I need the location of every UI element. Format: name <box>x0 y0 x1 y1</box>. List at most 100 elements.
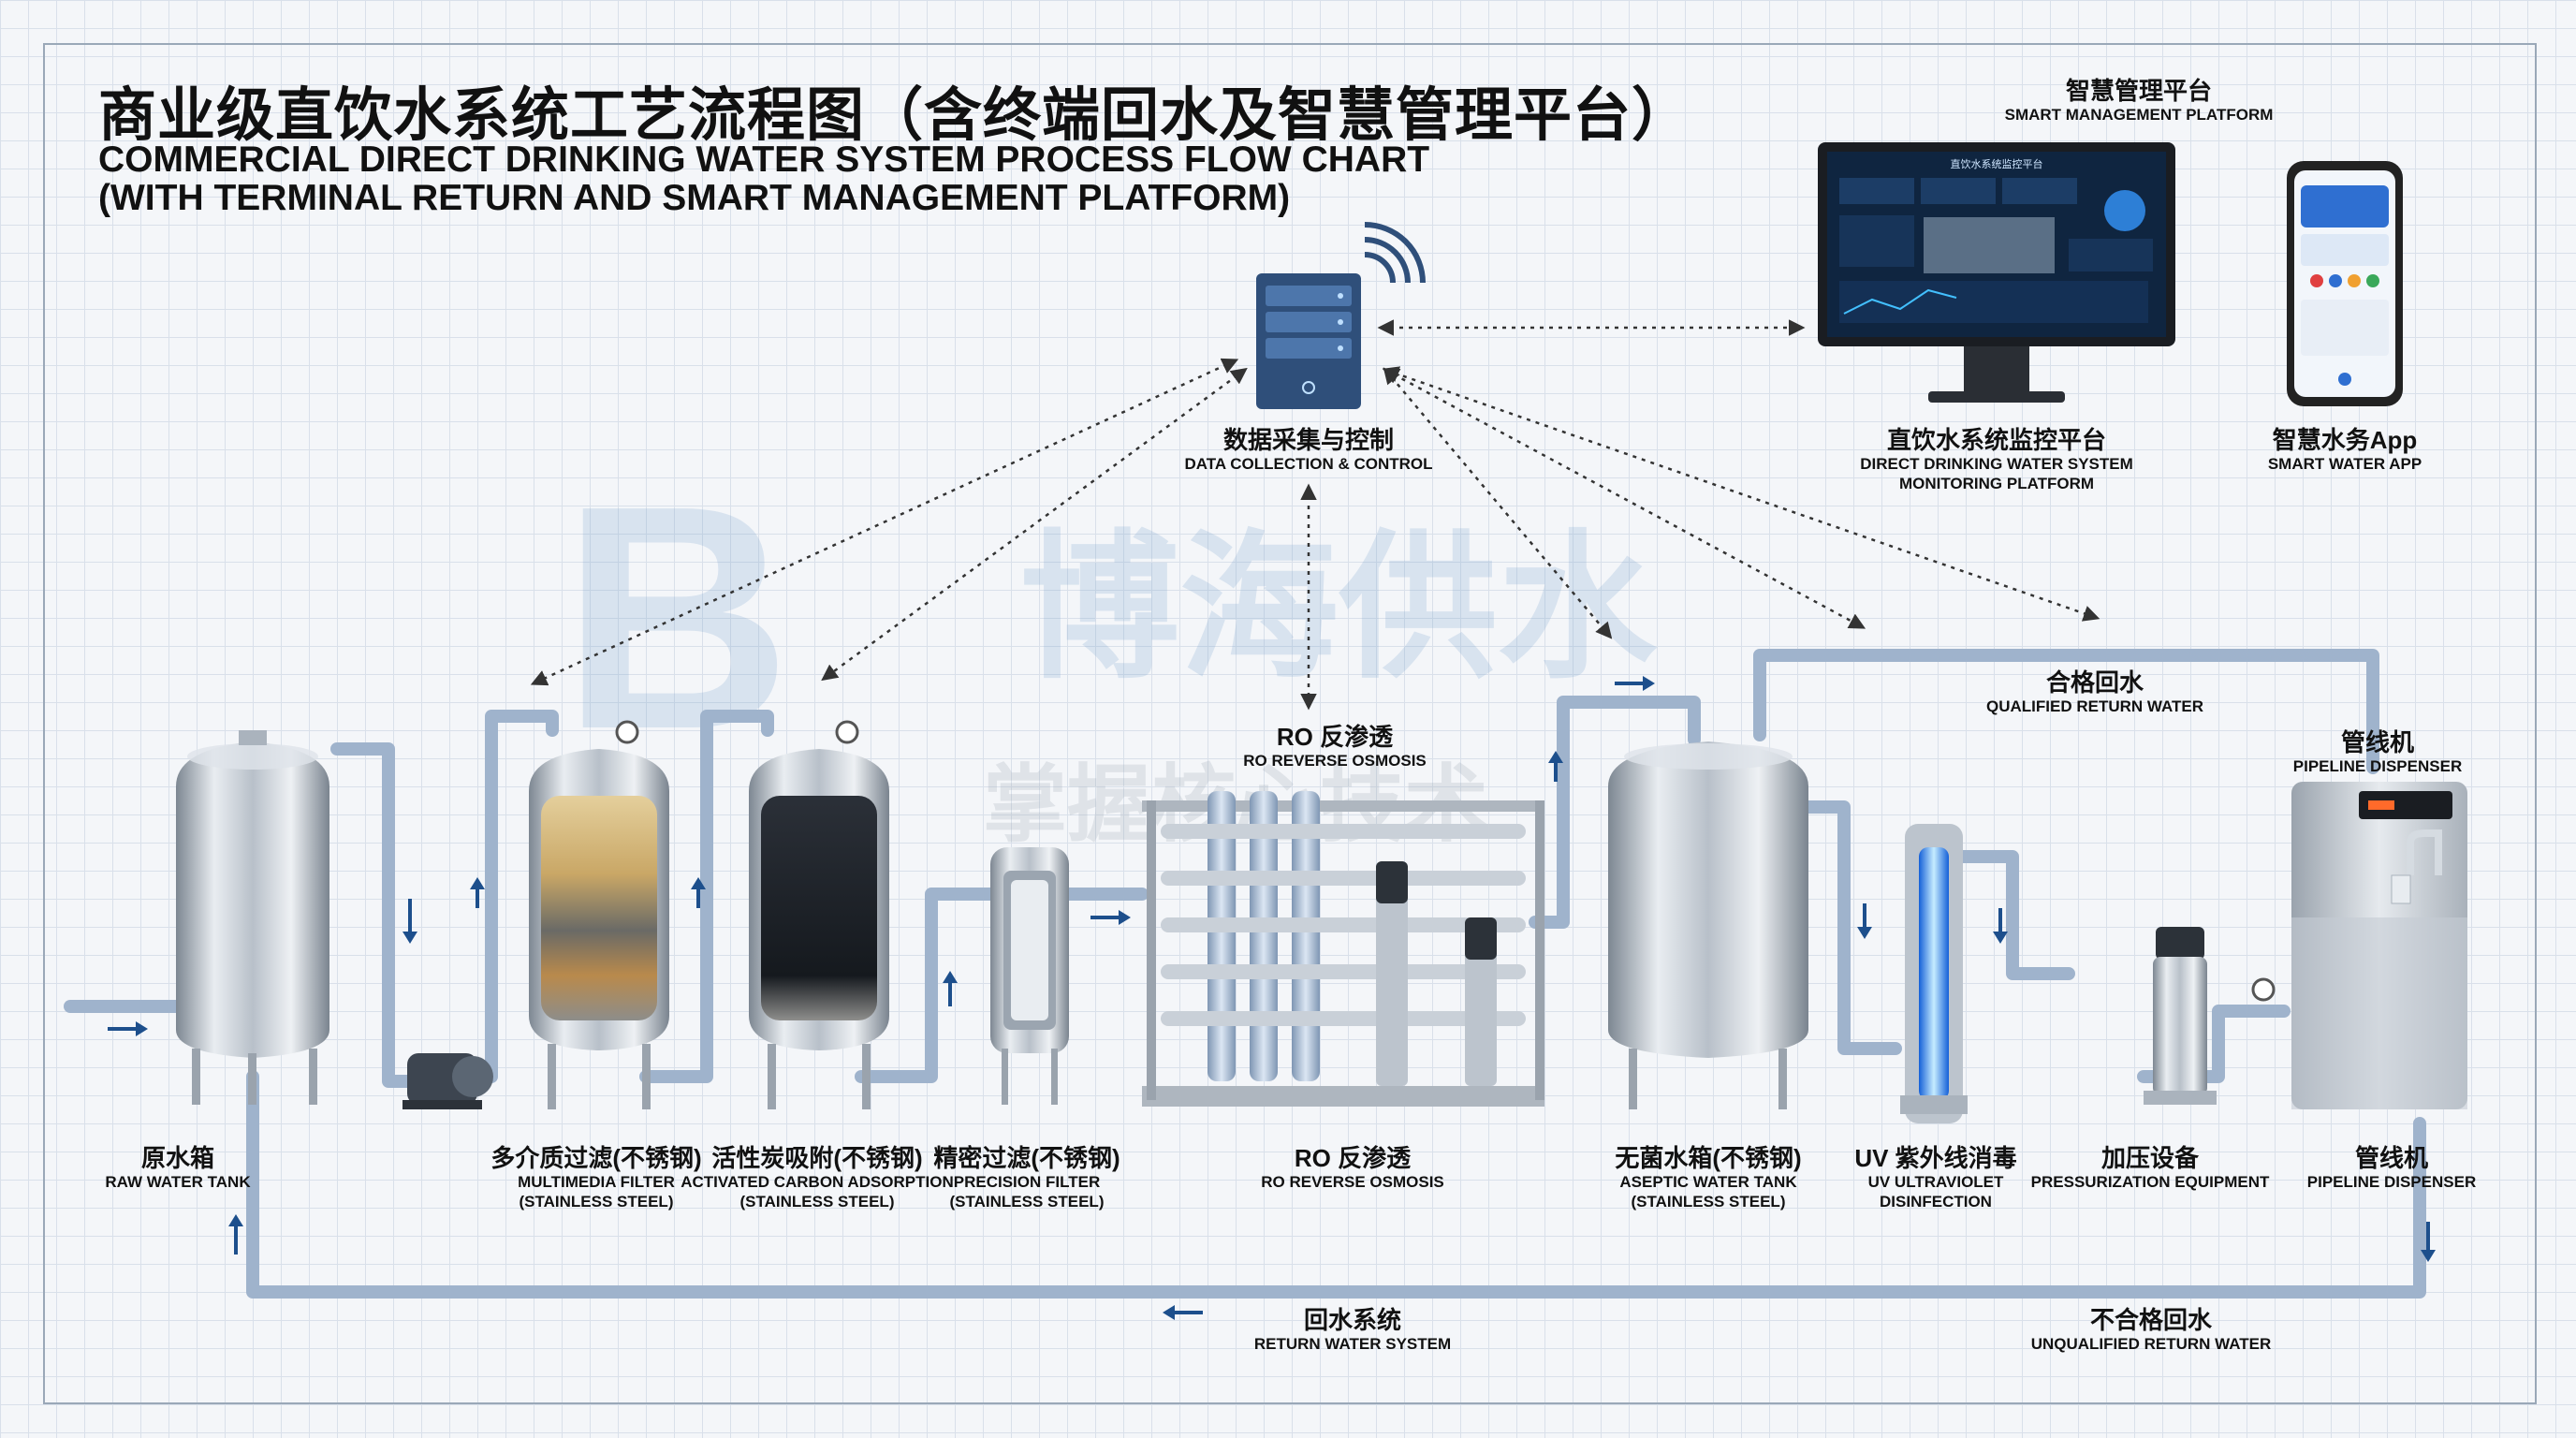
label-cn: 原水箱 <box>140 1144 214 1172</box>
return-system-label-en: RETURN WATER SYSTEM <box>1253 1335 1452 1353</box>
flow-arrow-up-1 <box>470 877 485 908</box>
multimedia-filter <box>529 720 669 1109</box>
pipe-raw-to-pump <box>330 742 432 1088</box>
feed-pump <box>402 1053 493 1109</box>
server-label-en: DATA COLLECTION & CONTROL <box>1184 455 1433 473</box>
title-en-line2: (WITH TERMINAL RETURN AND SMART MANAGEME… <box>98 178 1291 218</box>
label-ro: RO 反渗透 RO REVERSE OSMOSIS <box>1261 1144 1444 1192</box>
qualified-return-label: 合格回水 QUALIFIED RETURN WATER <box>1986 668 2203 716</box>
label-pressurization: 加压设备 PRESSURIZATION EQUIPMENT <box>2031 1144 2270 1192</box>
label-raw-water-tank: 原水箱 RAW WATER TANK <box>105 1144 250 1192</box>
pipe-aseptic-to-uv <box>1791 800 1902 1055</box>
return-system-label-cn: 回水系统 <box>1303 1306 1401 1334</box>
flow-arrow-down-1 <box>402 899 417 944</box>
unqualified-return-label-en: UNQUALIFIED RETURN WATER <box>2030 1335 2272 1353</box>
label-aseptic-tank: 无菌水箱(不锈钢) ASEPTIC WATER TANK (STAINLESS … <box>1615 1144 1801 1211</box>
pipe-qualified-return <box>1753 649 2379 774</box>
flow-arrows <box>108 676 2436 1320</box>
label-cn: 精密过滤(不锈钢) <box>933 1144 1120 1172</box>
page-title-en: COMMERCIAL DIRECT DRINKING WATER SYSTEM … <box>98 140 1429 217</box>
label-precision-filter: 精密过滤(不锈钢) PRECISION FILTER (STAINLESS ST… <box>933 1144 1120 1211</box>
monitor-label-en-1: DIRECT DRINKING WATER SYSTEM <box>1860 455 2133 473</box>
app-label: 智慧水务App SMART WATER APP <box>2268 426 2422 474</box>
pipeline-dispenser <box>2291 782 2467 1109</box>
data-link-uv <box>1382 368 1866 629</box>
label-cn: 无菌水箱(不锈钢) <box>1615 1144 1802 1172</box>
label-en: ASEPTIC WATER TANK <box>1619 1173 1797 1191</box>
platform-label-cn: 智慧管理平台 <box>2065 77 2212 105</box>
label-cn: 多介质过滤(不锈钢) <box>490 1144 702 1172</box>
unqualified-return-label: 不合格回水 UNQUALIFIED RETURN WATER <box>2031 1306 2272 1354</box>
platform-label-en: SMART MANAGEMENT PLATFORM <box>2004 106 2274 124</box>
monitor-label: 直饮水系统监控平台 DIRECT DRINKING WATER SYSTEM M… <box>1860 426 2133 493</box>
label-cn: UV 紫外线消毒 <box>1854 1144 2017 1172</box>
label-en: MULTIMEDIA FILTER <box>518 1173 675 1191</box>
server-label-cn: 数据采集与控制 <box>1222 426 1395 454</box>
page-title-cn: 商业级直饮水系统工艺流程图（含终端回水及智慧管理平台） <box>98 83 1691 148</box>
flow-arrow-up-3 <box>943 971 958 1006</box>
phone-icon <box>2287 161 2403 406</box>
label-uv: UV 紫外线消毒 UV ULTRAVIOLET DISINFECTION <box>1854 1144 2016 1211</box>
label-multimedia-filter: 多介质过滤(不锈钢) MULTIMEDIA FILTER (STAINLESS … <box>490 1144 701 1211</box>
dispenser-top-label: 管线机 PIPELINE DISPENSER <box>2293 728 2462 776</box>
label-cn: 活性炭吸附(不锈钢) <box>711 1144 923 1172</box>
label-pipeline-dispenser: 管线机 PIPELINE DISPENSER <box>2307 1144 2476 1192</box>
data-link-raw-tank <box>530 358 1239 686</box>
pipe-multimedia-to-carbon <box>639 710 774 1083</box>
qualified-return-label-en: QUALIFIED RETURN WATER <box>1985 697 2204 715</box>
flow-arrow-right-1 <box>1090 910 1131 925</box>
monitor-icon <box>1818 142 2175 403</box>
app-label-en: SMART WATER APP <box>2267 455 2422 473</box>
wifi-icon <box>1364 222 1426 284</box>
label-activated-carbon: 活性炭吸附(不锈钢) ACTIVATED CARBON ADSORPTION (… <box>681 1144 954 1211</box>
dispenser-top-label-cn: 管线机 <box>2340 728 2414 756</box>
label-en: UV ULTRAVIOLET <box>1867 1173 2004 1191</box>
monitor-label-en-2: MONITORING PLATFORM <box>1898 475 2095 492</box>
pressurization-pump <box>2144 927 2276 1105</box>
pipe-unqualified-return <box>246 1070 2426 1299</box>
qualified-return-label-cn: 合格回水 <box>2045 668 2144 697</box>
server-label: 数据采集与控制 DATA COLLECTION & CONTROL <box>1184 426 1432 474</box>
pipe-ro-to-aseptic <box>1529 696 1701 929</box>
ro-top-label-cn: RO 反渗透 <box>1276 723 1394 751</box>
data-link-carbon <box>821 367 1248 682</box>
flow-arrow-up-return <box>228 1214 243 1255</box>
pipe-carbon-to-precision <box>855 888 999 1083</box>
diagram-frame <box>43 43 2537 1404</box>
raw-water-tank <box>176 730 329 1105</box>
monitor-screen-title: 直饮水系统监控平台 <box>1951 157 2043 170</box>
flow-arrow-up-2 <box>691 877 706 908</box>
dispenser-top-label-en: PIPELINE DISPENSER <box>2292 757 2463 775</box>
flow-arrow-up-4 <box>1548 751 1563 782</box>
uv-disinfection-unit <box>1900 824 1968 1123</box>
flow-arrow-right-2 <box>1615 676 1655 691</box>
label-en: PRESSURIZATION EQUIPMENT <box>2030 1173 2270 1191</box>
monitor-label-cn: 直饮水系统监控平台 <box>1886 426 2106 454</box>
ro-reverse-osmosis-unit <box>1142 791 1544 1107</box>
label-en: PIPELINE DISPENSER <box>2306 1173 2477 1191</box>
pipe-uv-to-pressurization <box>1950 850 2075 980</box>
label-cn: 加压设备 <box>2100 1144 2200 1172</box>
ro-top-label: RO 反渗透 RO REVERSE OSMOSIS <box>1243 723 1427 770</box>
data-link-aseptic <box>1383 367 1613 639</box>
label-en-2: (STAINLESS STEEL) <box>949 1193 1105 1211</box>
label-en-2: (STAINLESS STEEL) <box>519 1193 674 1211</box>
activated-carbon-filter <box>749 720 889 1109</box>
return-system-label: 回水系统 RETURN WATER SYSTEM <box>1254 1306 1451 1354</box>
label-en-2: (STAINLESS STEEL) <box>739 1193 895 1211</box>
flow-arrow-down-4 <box>2421 1222 2436 1262</box>
precision-filter <box>990 847 1069 1105</box>
data-link-dispenser <box>1382 366 2100 622</box>
label-cn: 管线机 <box>2354 1144 2428 1172</box>
unqualified-return-label-cn: 不合格回水 <box>2089 1306 2212 1334</box>
label-en: RAW WATER TANK <box>105 1173 251 1191</box>
label-en-2: DISINFECTION <box>1880 1193 1992 1211</box>
server-icon <box>1256 222 1426 409</box>
label-en: RO REVERSE OSMOSIS <box>1261 1173 1444 1191</box>
flow-arrow-left-return <box>1163 1305 1203 1320</box>
flow-arrow-down-3 <box>1993 908 2008 944</box>
data-links <box>530 319 2100 711</box>
label-en-2: (STAINLESS STEEL) <box>1631 1193 1786 1211</box>
app-label-cn: 智慧水务App <box>2272 426 2418 454</box>
